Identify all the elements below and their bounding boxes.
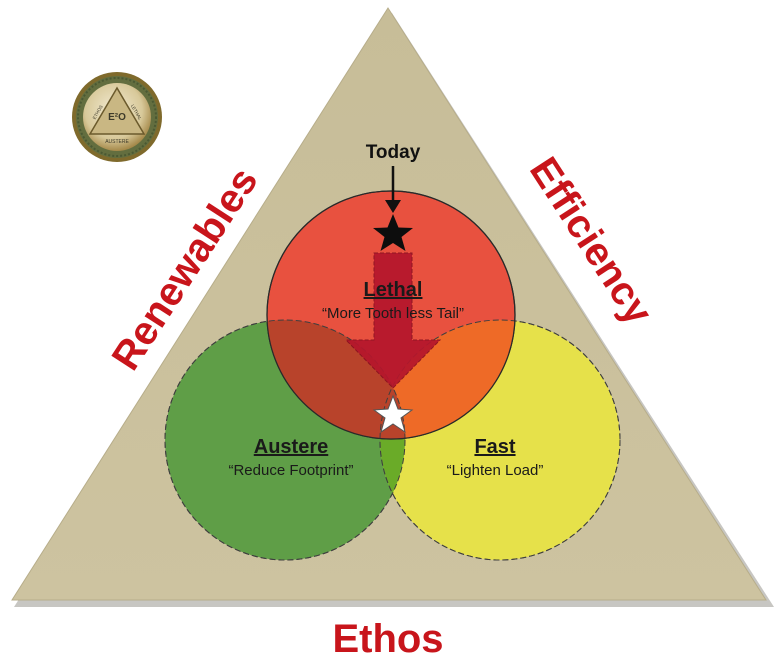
lethal-title: Lethal — [364, 279, 423, 301]
austere-subtitle: “Reduce Footprint” — [228, 462, 353, 479]
e2o-seal-logo: E²O AUSTERE ETHOS LETHAL — [72, 72, 162, 162]
austere-title: Austere — [254, 436, 328, 458]
fast-title: Fast — [474, 436, 515, 458]
seal-center-text: E²O — [108, 112, 126, 123]
overlap-lethal-fast — [380, 320, 515, 439]
today-label: Today — [366, 142, 421, 163]
today-star-icon — [373, 214, 413, 251]
overlap-lethal-austere — [267, 320, 405, 439]
progress-arrow — [344, 252, 442, 389]
side-label-ethos: Ethos — [332, 617, 443, 660]
seal-bottom-text: AUSTERE — [105, 139, 129, 145]
fast-subtitle: “Lighten Load” — [447, 462, 544, 479]
lethal-subtitle: “More Tooth less Tail” — [322, 305, 464, 322]
today-pointer-arrowhead — [385, 200, 401, 213]
target-star-icon — [372, 394, 414, 434]
